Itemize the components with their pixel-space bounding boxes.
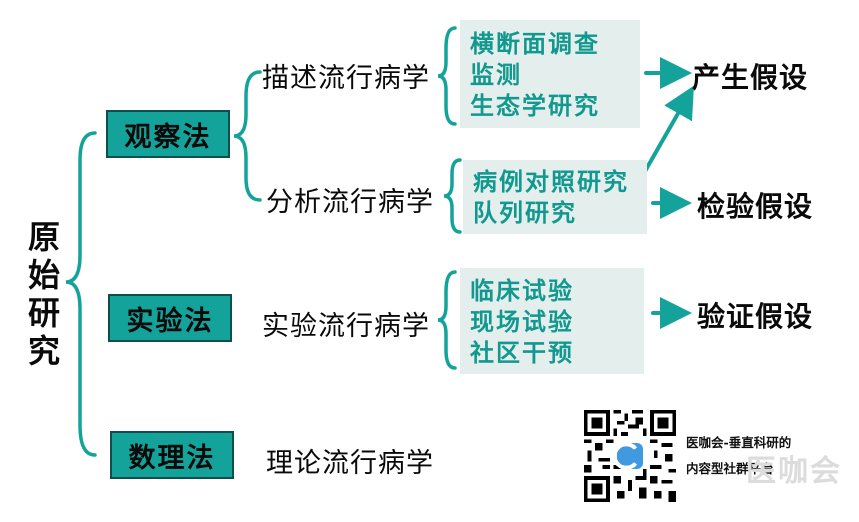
qr-code-icon: [584, 410, 676, 502]
experimental-bracket: [437, 270, 457, 370]
method-mathematical: 数理法: [110, 431, 234, 479]
study-item: 临床试验: [470, 275, 574, 305]
result-generate-hypothesis: 产生假设: [692, 61, 809, 94]
method-observation: 观察法: [106, 110, 230, 158]
watermark: 医咖会: [746, 454, 842, 489]
caption-line2: 内容型社群平台: [686, 461, 774, 476]
branch-experimental: 实验流行病学: [262, 311, 430, 342]
root-label: 原始 研究: [27, 218, 60, 370]
result-test-hypothesis: 检验假设: [697, 190, 814, 223]
root-bracket: [65, 131, 97, 457]
study-item: 队列研究: [473, 198, 577, 227]
study-item: 横断面调查: [470, 28, 600, 58]
observation-bracket: [233, 70, 262, 202]
analytic-bracket: [443, 158, 462, 234]
arrow-analytic-generate: [638, 85, 694, 182]
study-item: 病例对照研究: [473, 167, 629, 196]
study-item: 监测: [470, 59, 522, 89]
study-item: 现场试验: [470, 306, 574, 336]
study-item: 生态学研究: [470, 90, 600, 120]
branch-analytic: 分析流行病学: [266, 187, 434, 218]
method-experiment: 实验法: [108, 294, 232, 342]
analytic-studies-box: 病例对照研究 队列研究: [463, 160, 647, 234]
branch-descriptive: 描述流行病学: [262, 63, 430, 94]
result-verify-hypothesis: 验证假设: [697, 300, 814, 333]
study-item: 社区干预: [470, 337, 574, 367]
descriptive-bracket: [437, 26, 457, 126]
experimental-studies-box: 临床试验 现场试验 社区干预: [460, 268, 644, 374]
branch-theoretical: 理论流行病学: [266, 448, 434, 479]
caption-line1: 医咖会-垂直科研的: [686, 435, 792, 450]
descriptive-studies-box: 横断面调查 监测 生态学研究: [460, 20, 640, 128]
